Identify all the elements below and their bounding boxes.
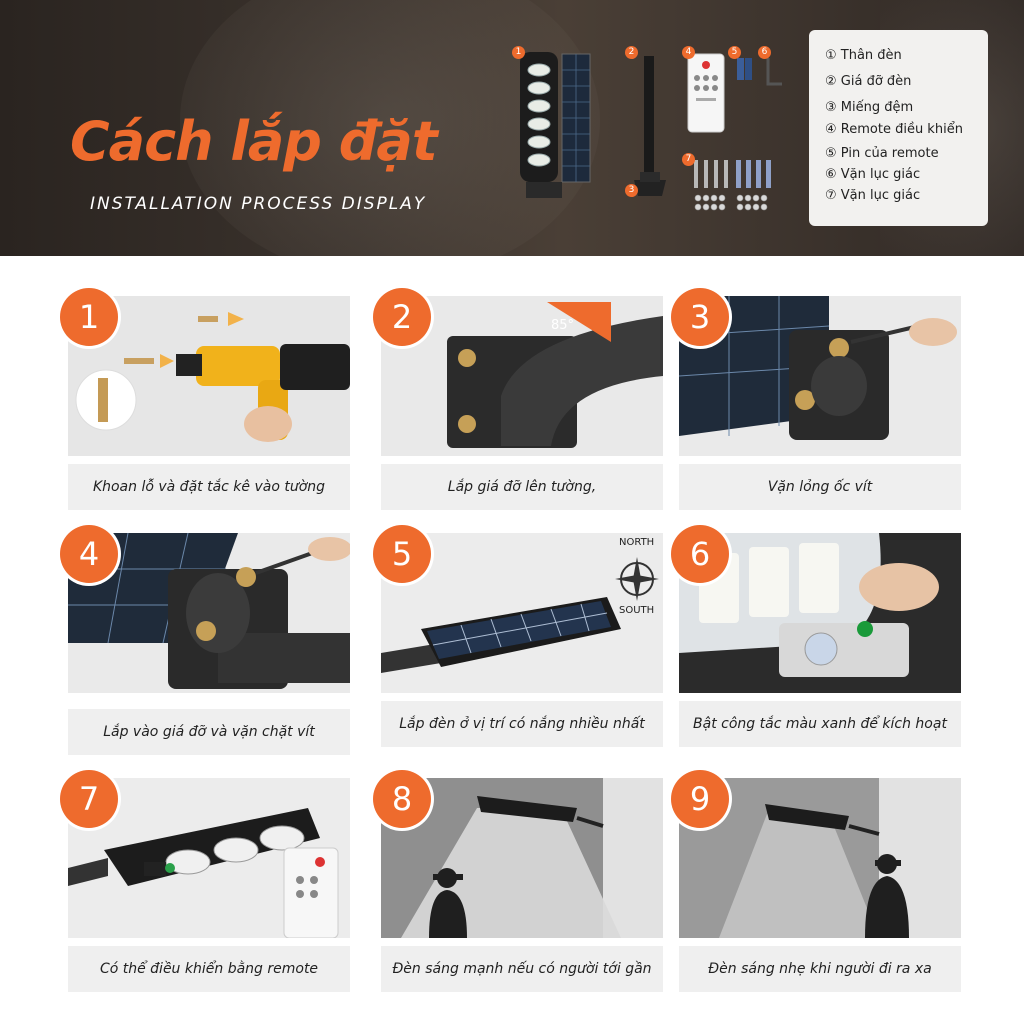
part-screws-image — [694, 160, 771, 211]
page-title: Cách lắp đặt — [70, 110, 438, 173]
step-3-number-badge: 3 — [671, 288, 729, 346]
step-1-number-badge: 1 — [60, 288, 118, 346]
legend-item-5: ⑤ Pin của remote — [825, 146, 939, 161]
part-remote-image — [687, 53, 725, 133]
legend-item-6: ⑥ Vặn lục giác — [825, 167, 921, 182]
step-6-caption: Bật công tắc màu xanh để kích hoạt — [679, 701, 961, 747]
step-7-caption: Có thể điều khiển bằng remote — [68, 946, 350, 992]
step-2-photo: 85° — [381, 296, 663, 456]
part-number-3: 3 — [625, 184, 638, 197]
step-4-number-badge: 4 — [60, 525, 118, 583]
header-banner: Cách lắp đặt INSTALLATION PROCESS DISPLA… — [0, 0, 1024, 256]
legend-item-2: ② Giá đỡ đèn — [825, 74, 912, 89]
part-number-7: 7 — [682, 153, 695, 166]
step-6-number-badge: 6 — [671, 525, 729, 583]
parts-legend: ① Thân đèn ② Giá đỡ đèn ③ Miếng đệm ④ Re… — [809, 30, 988, 226]
step-2-caption: Lắp giá đỡ lên tường, — [381, 464, 663, 510]
legend-item-3: ③ Miếng đệm — [825, 100, 914, 115]
part-hex-key-image — [766, 58, 782, 86]
legend-item-1: ① Thân đèn — [825, 48, 902, 63]
step-4-photo — [68, 533, 350, 693]
step-5-number-badge: 5 — [373, 525, 431, 583]
step-2-number-badge: 2 — [373, 288, 431, 346]
step-9-number-badge: 9 — [671, 770, 729, 828]
step-5-caption: Lắp đèn ở vị trí có nắng nhiều nhất — [381, 701, 663, 747]
step-7-number-badge: 7 — [60, 770, 118, 828]
part-number-1: 1 — [512, 46, 525, 59]
step-9-caption: Đèn sáng nhẹ khi người đi ra xa — [679, 946, 961, 992]
step-7-photo — [68, 778, 350, 938]
compass-north-label: NORTH — [619, 537, 655, 548]
part-bracket-image — [634, 56, 666, 196]
part-number-5: 5 — [728, 46, 741, 59]
part-number-2: 2 — [625, 46, 638, 59]
part-number-6: 6 — [758, 46, 771, 59]
part-battery-image — [737, 58, 752, 80]
part-number-4: 4 — [682, 46, 695, 59]
part-lamp-body-image — [520, 52, 591, 198]
step-3-caption: Vặn lỏng ốc vít — [679, 464, 961, 510]
compass-south-label: SOUTH — [619, 605, 655, 616]
page-subtitle: INSTALLATION PROCESS DISPLAY — [90, 194, 427, 214]
step-4-caption: Lắp vào giá đỡ và vặn chặt vít — [68, 709, 350, 755]
step-8-caption: Đèn sáng mạnh nếu có người tới gần — [381, 946, 663, 992]
legend-item-4: ④ Remote điều khiển — [825, 122, 963, 137]
step-8-number-badge: 8 — [373, 770, 431, 828]
legend-item-7: ⑦ Vặn lục giác — [825, 188, 921, 203]
angle-label: 85° — [551, 318, 575, 333]
step-1-caption: Khoan lỗ và đặt tắc kê vào tường — [68, 464, 350, 510]
